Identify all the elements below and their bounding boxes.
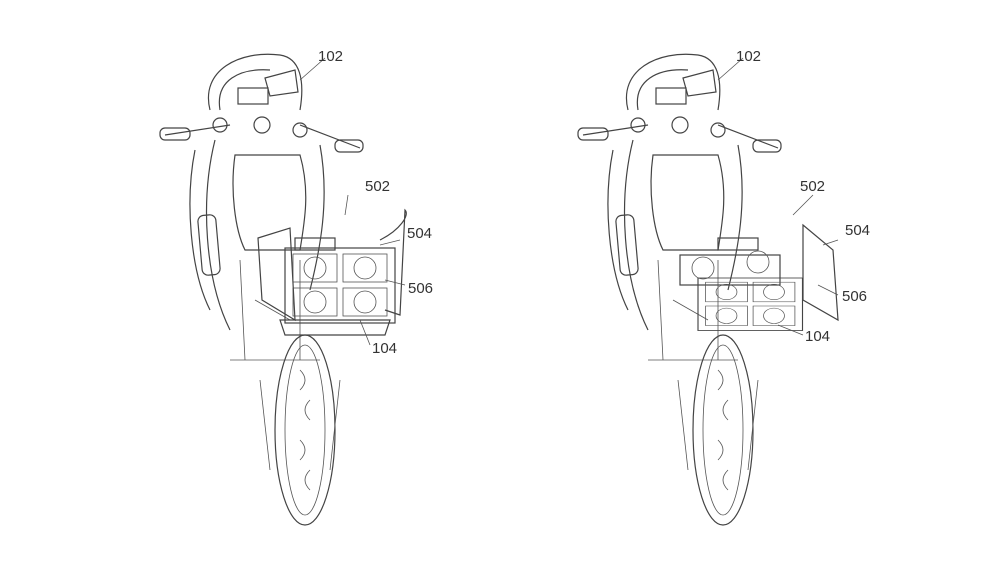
label-504-right: 504 — [845, 222, 871, 239]
label-102-right: 102 — [736, 48, 762, 65]
label-502-right: 502 — [800, 178, 826, 195]
label-102-left: 102 — [318, 48, 344, 65]
label-104-right: 104 — [805, 328, 831, 345]
label-506-right: 506 — [842, 288, 868, 305]
label-506-left: 506 — [408, 280, 434, 297]
label-502-left: 502 — [365, 178, 391, 195]
label-104-left: 104 — [372, 340, 398, 357]
label-504-left: 504 — [407, 225, 433, 242]
motorcycle-left — [159, 53, 407, 526]
motorcycle-right — [577, 53, 839, 526]
